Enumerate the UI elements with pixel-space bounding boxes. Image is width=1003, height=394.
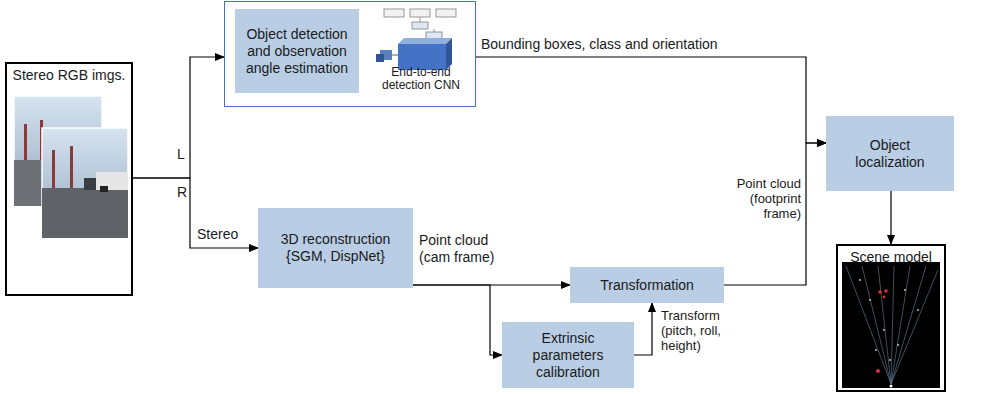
image-frame: Scene model — [836, 244, 946, 392]
process-box: Transformation — [570, 267, 724, 303]
edge-label: Bounding boxes, class and orientation — [480, 36, 719, 53]
edge-label: Point cloud (cam frame) — [418, 232, 504, 266]
process-box: Object localization — [826, 116, 954, 191]
scene-model-picture — [842, 262, 940, 388]
process-box: Object detection and observation angle e… — [235, 9, 359, 93]
edge-label: Point cloud (footprint frame) — [724, 176, 802, 221]
box-label: Extrinsic parameters calibration — [522, 330, 614, 381]
edge-label: R — [176, 184, 188, 201]
edge-label: L — [176, 146, 186, 163]
process-box: Extrinsic parameters calibration — [502, 322, 634, 388]
module-group: End-to-end detection CNN Object detection… — [224, 1, 476, 107]
signal-label: Stereo — [196, 226, 239, 243]
process-box: 3D reconstruction {SGM, DispNet} — [258, 208, 413, 288]
box-label: 3D reconstruction {SGM, DispNet} — [266, 231, 406, 265]
flow-arrow — [634, 303, 652, 355]
box-label: Object localization — [840, 137, 940, 171]
flow-arrow — [133, 178, 258, 248]
box-heading: Stereo RGB imgs. — [7, 67, 131, 84]
flow-arrow — [890, 191, 891, 244]
box-heading: Scene model — [838, 249, 944, 266]
flow-arrow — [133, 57, 224, 178]
flow-arrow — [724, 143, 826, 285]
cnn-icon — [376, 9, 456, 70]
flow-arrow — [413, 285, 502, 355]
box-heading: End-to-end detection CNN — [375, 66, 467, 92]
flow-arrow — [476, 57, 826, 143]
stereo-photo-right — [42, 128, 128, 238]
image-frame: Stereo RGB imgs. — [5, 62, 133, 296]
box-label: Transformation — [600, 277, 694, 294]
box-label: Object detection and observation angle e… — [240, 26, 354, 77]
edge-label: Transform (pitch, roll, height) — [660, 308, 742, 353]
